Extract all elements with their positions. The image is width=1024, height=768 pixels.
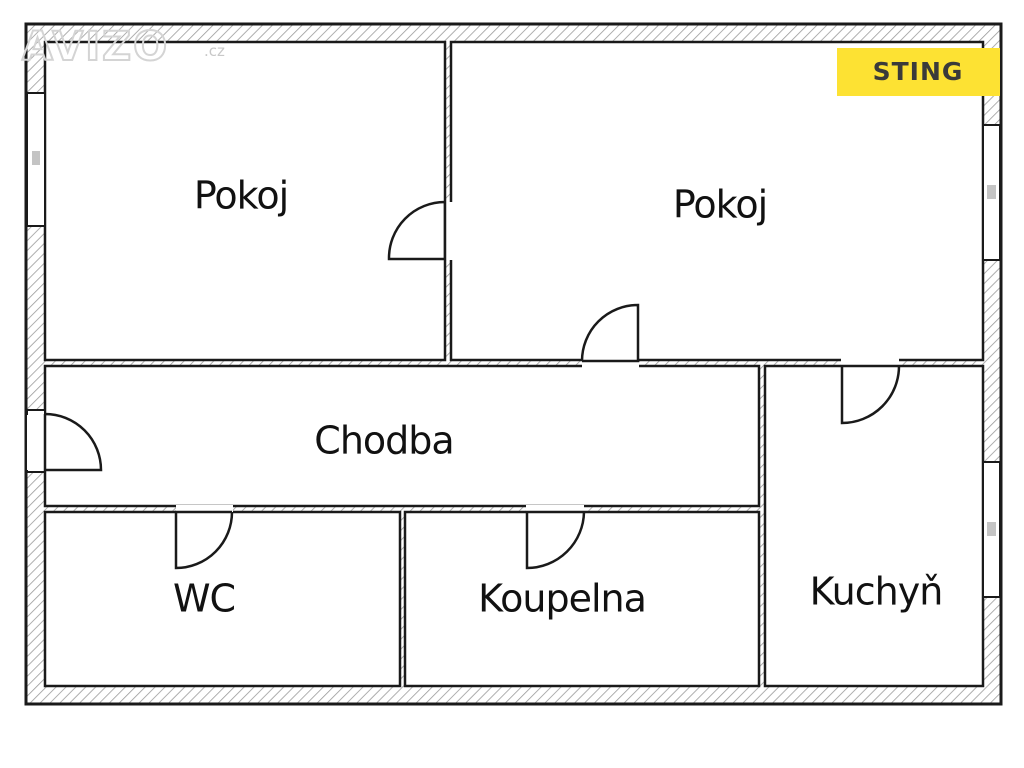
room-chodba: [43, 364, 761, 508]
watermark-suffix: .cz: [204, 42, 225, 60]
room-wc: [43, 510, 402, 688]
room-pokoj-left: [43, 40, 447, 362]
agency-badge: STING: [837, 48, 1000, 96]
door-wc: [174, 510, 234, 570]
door-koupelna: [525, 510, 586, 570]
rooms: [43, 40, 985, 688]
label-pokoj-right: Pokoj: [673, 183, 767, 227]
door-pokoj-right: [580, 303, 640, 363]
label-pokoj-left: Pokoj: [194, 174, 288, 218]
room-kuchyn: [763, 364, 985, 688]
door-pokoj-left: [387, 200, 447, 261]
door-kuchyn: [840, 364, 901, 425]
room-koupelna: [403, 510, 761, 688]
label-wc: WC: [173, 577, 235, 621]
label-koupelna: Koupelna: [478, 577, 646, 621]
doors: [43, 200, 901, 570]
label-chodba: Chodba: [314, 419, 453, 463]
watermark-main: AVIZO: [22, 24, 169, 70]
badge-label: STING: [873, 57, 964, 86]
watermark-logo: AVIZO .cz: [21, 23, 225, 71]
label-kuchyn: Kuchyň: [810, 570, 943, 614]
door-entrance: [43, 412, 103, 472]
door-openings: [27, 202, 899, 514]
